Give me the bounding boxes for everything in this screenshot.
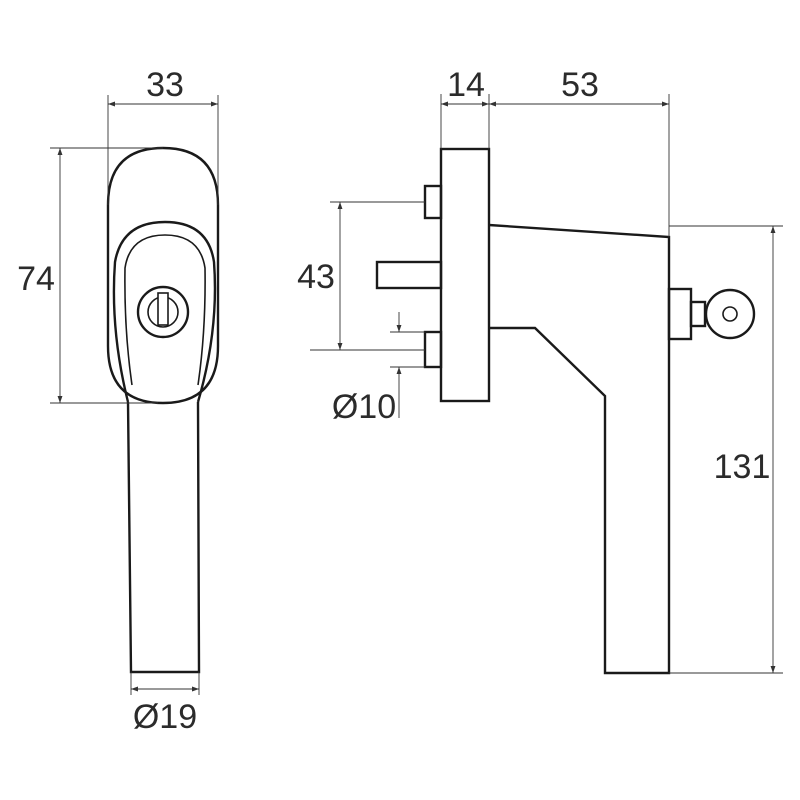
dim-plate-thickness: 14: [447, 66, 485, 104]
side-view: 14 53 43 Ø10 131: [297, 66, 783, 675]
front-keyhole: [157, 292, 169, 326]
front-lock-cylinder: [136, 285, 190, 339]
dim-front-width: 33: [146, 66, 184, 104]
dim-pin-diameter: Ø10: [332, 388, 396, 426]
side-spindle-pin: [375, 260, 443, 290]
front-rosette: [106, 146, 220, 405]
dim-total-height: 131: [714, 448, 771, 486]
side-handle-body: [488, 223, 671, 675]
side-key-ring-hole: [722, 306, 738, 322]
dim-handle-reach: 53: [561, 66, 599, 104]
side-lower-stud: [423, 330, 443, 369]
dim-front-height: 74: [17, 260, 55, 298]
dim-pin-spacing: 43: [297, 258, 335, 296]
dim-front-bar-diameter: Ø19: [133, 698, 197, 736]
side-upper-stud: [423, 184, 443, 220]
side-base-plate: [439, 147, 491, 403]
front-lever-shaft: [126, 401, 201, 674]
front-view: 33 74 Ø19: [17, 66, 220, 736]
front-lever-collar-inner: [124, 234, 206, 386]
side-key-head: [704, 288, 756, 340]
side-lock-barrel: [667, 287, 693, 341]
side-key-stem: [689, 300, 707, 328]
front-lever-collar: [112, 220, 217, 403]
